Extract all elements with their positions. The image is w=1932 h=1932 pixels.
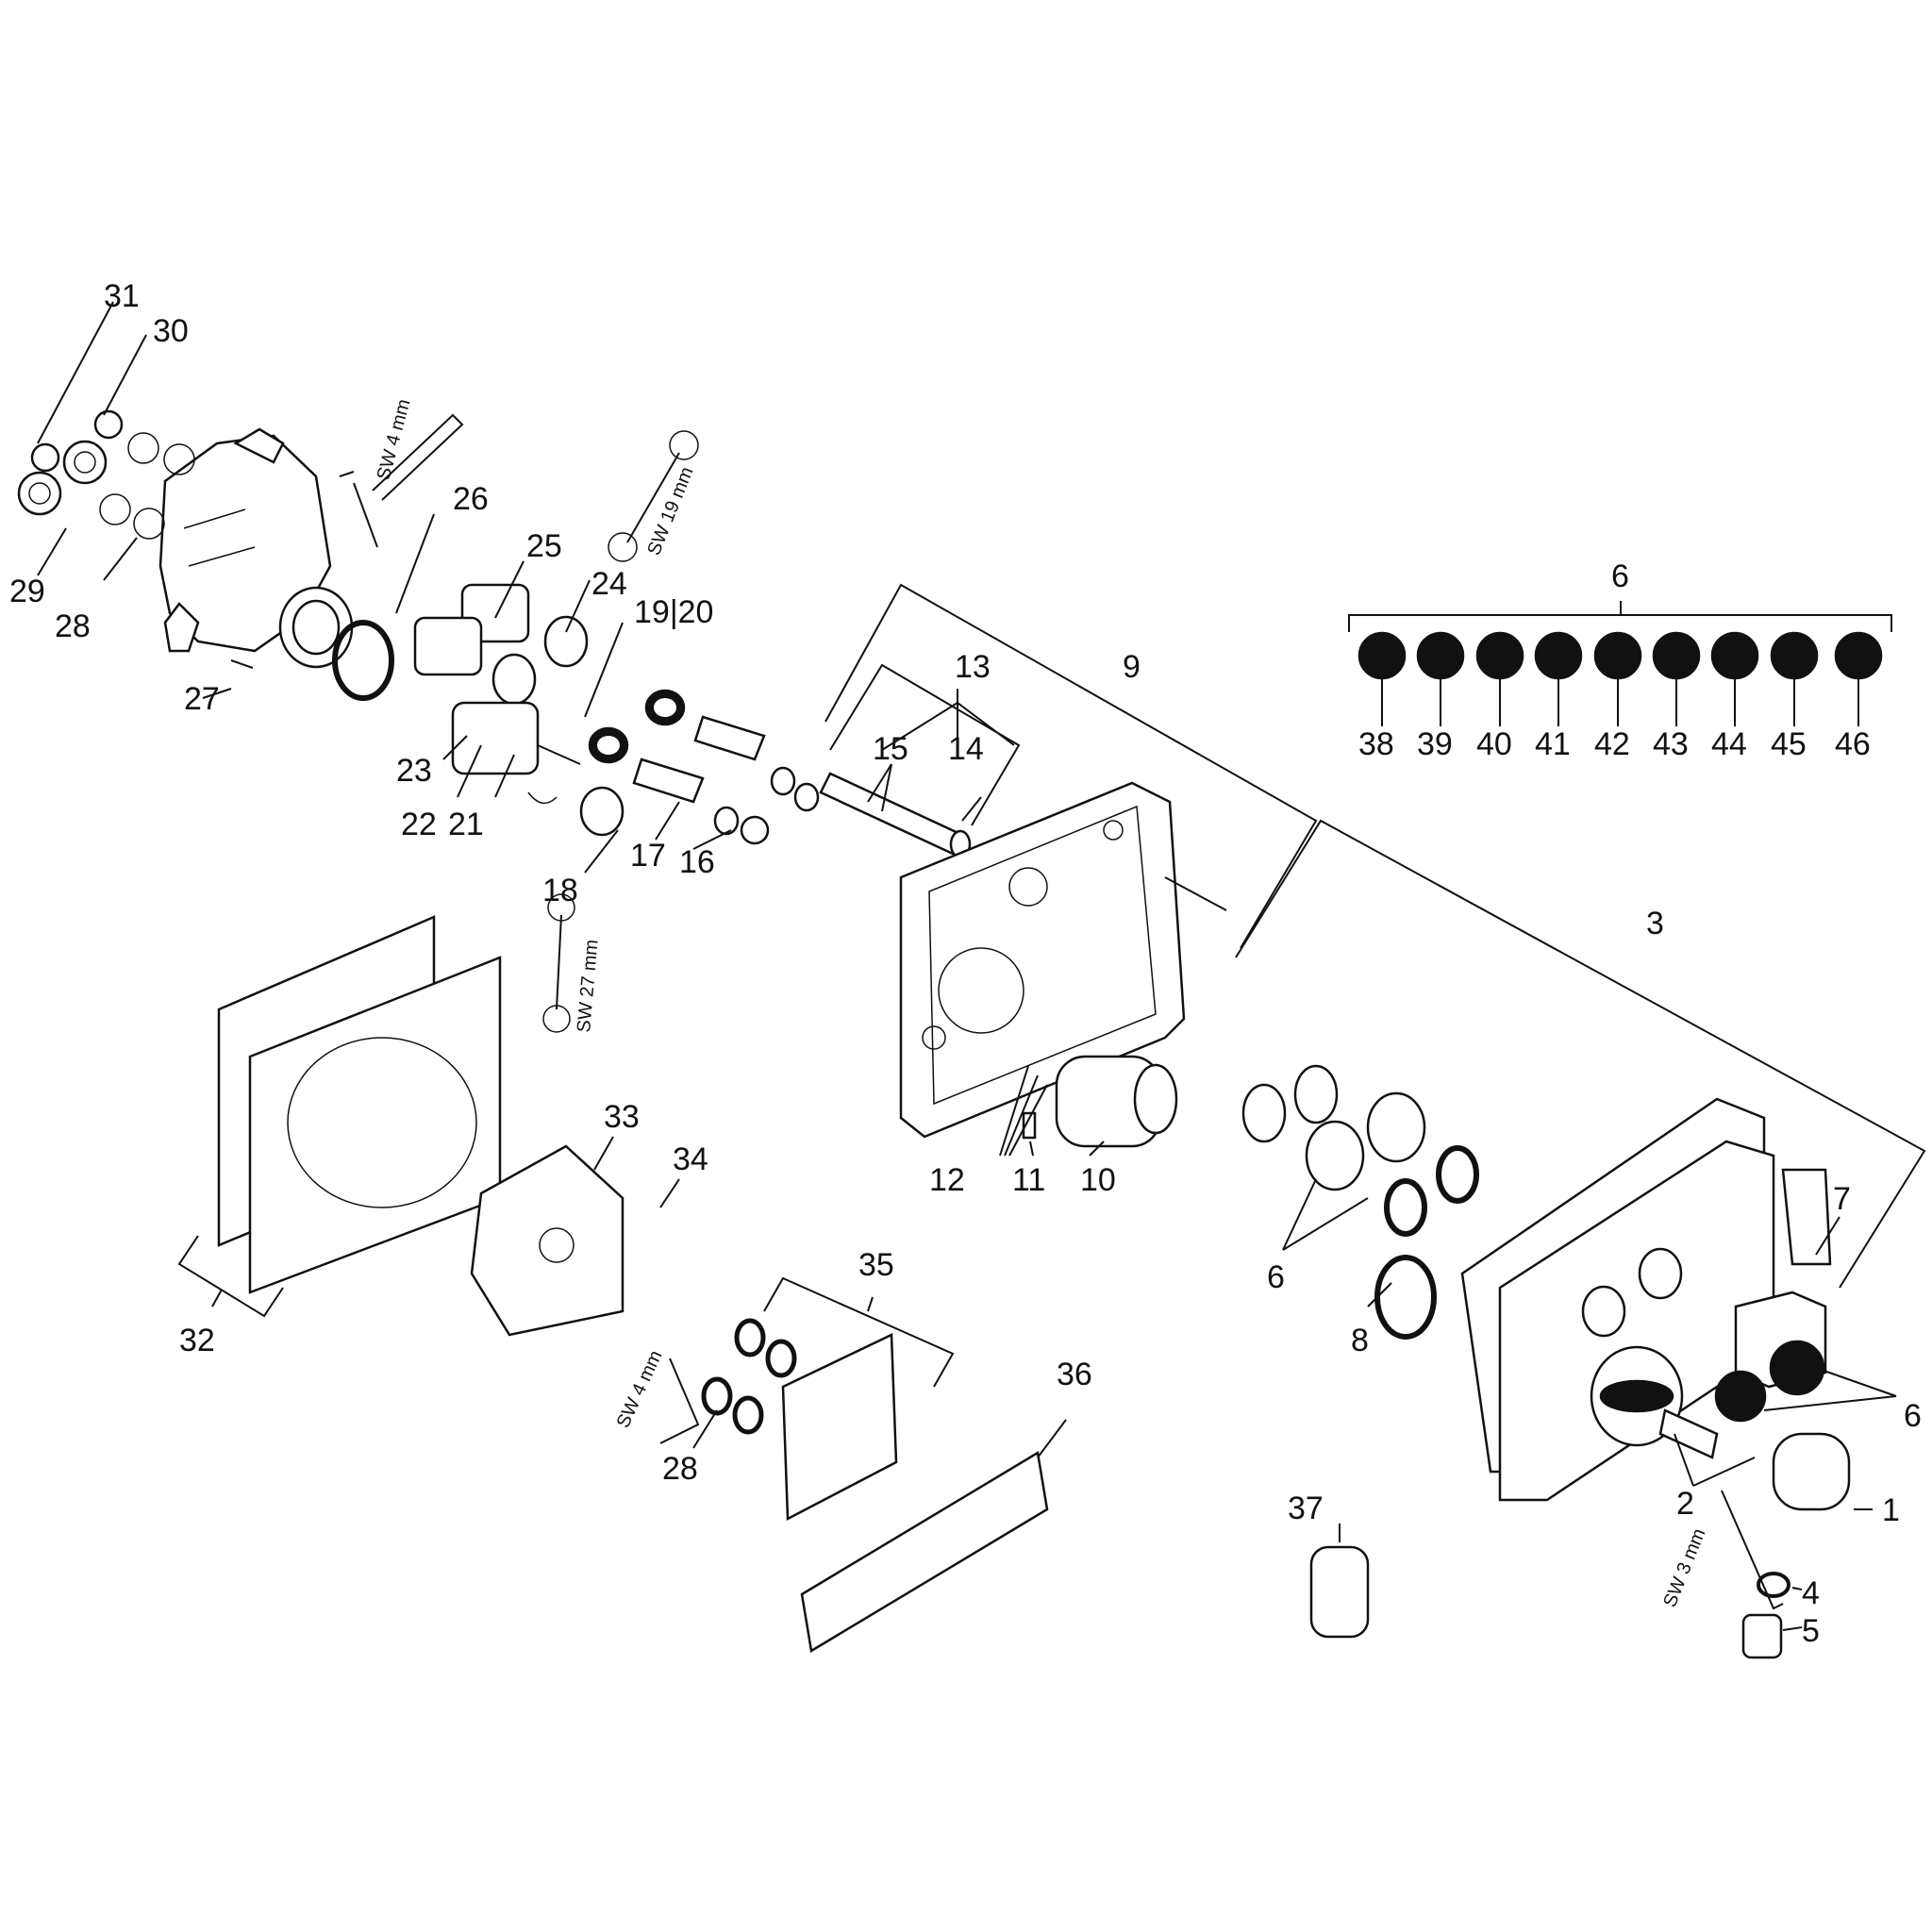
- label-32: 32: [179, 1323, 215, 1358]
- part-labels: 31 30 29 28 27 26 25 24 19|20 23 22 21 1…: [9, 278, 1922, 1649]
- label-7: 7: [1833, 1181, 1851, 1217]
- small-screws-11-12: [1022, 876, 1227, 1140]
- thermostat-cartridge-10: [1055, 1055, 1178, 1148]
- label-6-top: 6: [1611, 558, 1629, 594]
- label-19-20: 19|20: [634, 594, 713, 630]
- label-13: 13: [955, 649, 991, 685]
- label-36: 36: [1057, 1357, 1092, 1392]
- label-3: 3: [1646, 906, 1664, 941]
- hex-key-3mm: [1721, 1490, 1784, 1610]
- label-44: 44: [1711, 726, 1747, 762]
- label-42: 42: [1594, 726, 1630, 762]
- label-27: 27: [184, 681, 220, 717]
- tool-label-sw19: SW 19 mm: [643, 464, 697, 558]
- mounting-plate-35: [781, 1333, 898, 1522]
- tool-label-sw27: SW 27 mm: [574, 939, 603, 1033]
- leader-lines: [37, 301, 1926, 1631]
- mounting-plate-9: [899, 781, 1186, 1139]
- label-4: 4: [1802, 1575, 1820, 1611]
- label-31: 31: [104, 278, 140, 314]
- hex-key-4mm-bottom: [659, 1357, 700, 1444]
- label-43: 43: [1653, 726, 1689, 762]
- fittings-29-31: [17, 409, 195, 540]
- label-37: 37: [1288, 1491, 1324, 1526]
- label-11: 11: [1012, 1162, 1045, 1198]
- hex-key-4mm-top: [372, 413, 464, 501]
- label-35: 35: [858, 1247, 894, 1283]
- parts-4-5: [1741, 1572, 1790, 1659]
- label-18: 18: [542, 873, 578, 908]
- label-8: 8: [1351, 1323, 1369, 1358]
- label-30: 30: [153, 313, 189, 349]
- template-36: [800, 1450, 1049, 1654]
- extension-shaft-14-15: [819, 772, 972, 859]
- label-6-mid: 6: [1267, 1259, 1285, 1295]
- label-21: 21: [448, 807, 484, 842]
- label-15: 15: [873, 731, 908, 767]
- valve-base-body: [158, 427, 354, 669]
- label-25: 25: [526, 528, 562, 564]
- label-12: 12: [929, 1162, 965, 1198]
- label-33: 33: [604, 1099, 640, 1135]
- connectors-6-right: [1241, 1064, 1426, 1191]
- label-16: 16: [679, 844, 715, 880]
- connector-37: [1309, 1545, 1370, 1639]
- label-10: 10: [1080, 1162, 1116, 1198]
- wrench-19mm: [608, 430, 699, 562]
- bracket-33: [470, 1144, 625, 1337]
- label-5: 5: [1802, 1613, 1820, 1649]
- label-14: 14: [948, 731, 984, 767]
- label-1: 1: [1882, 1492, 1900, 1528]
- label-45: 45: [1771, 726, 1807, 762]
- seals-28-lower: [701, 1318, 797, 1435]
- label-41: 41: [1535, 726, 1571, 762]
- label-46: 46: [1835, 726, 1871, 762]
- seal-rings-8: [1374, 1145, 1479, 1340]
- label-6-right: 6: [1904, 1398, 1922, 1434]
- tool-label-sw4-top: SW 4 mm: [374, 397, 415, 482]
- frame-32: [217, 915, 502, 1294]
- label-26: 26: [453, 481, 489, 517]
- label-40: 40: [1476, 726, 1512, 762]
- seal-ring-26: [332, 620, 394, 701]
- label-38: 38: [1358, 726, 1394, 762]
- tool-label-sw4-bottom: SW 4 mm: [613, 1347, 667, 1431]
- label-2: 2: [1676, 1486, 1694, 1522]
- label-29: 29: [9, 574, 45, 609]
- ring-and-spindles-16-19: [579, 689, 820, 845]
- wrench-27mm: [542, 893, 575, 1033]
- handle-and-spindle-1-2: [1658, 1340, 1851, 1511]
- label-34: 34: [673, 1141, 708, 1177]
- button-set-6: [1357, 631, 1883, 680]
- screws-27: [230, 471, 378, 669]
- label-22: 22: [401, 807, 437, 842]
- label-23: 23: [396, 753, 432, 789]
- cover-plate-3: [1460, 1097, 1775, 1502]
- label-17: 17: [630, 838, 666, 874]
- label-39: 39: [1417, 726, 1453, 762]
- label-28b: 28: [662, 1451, 698, 1487]
- tool-label-sw3: SW 3 mm: [1659, 1525, 1709, 1610]
- label-24: 24: [591, 566, 627, 602]
- label-9: 9: [1123, 649, 1141, 685]
- cartridges-21-25: [413, 583, 589, 805]
- label-28a: 28: [55, 608, 91, 644]
